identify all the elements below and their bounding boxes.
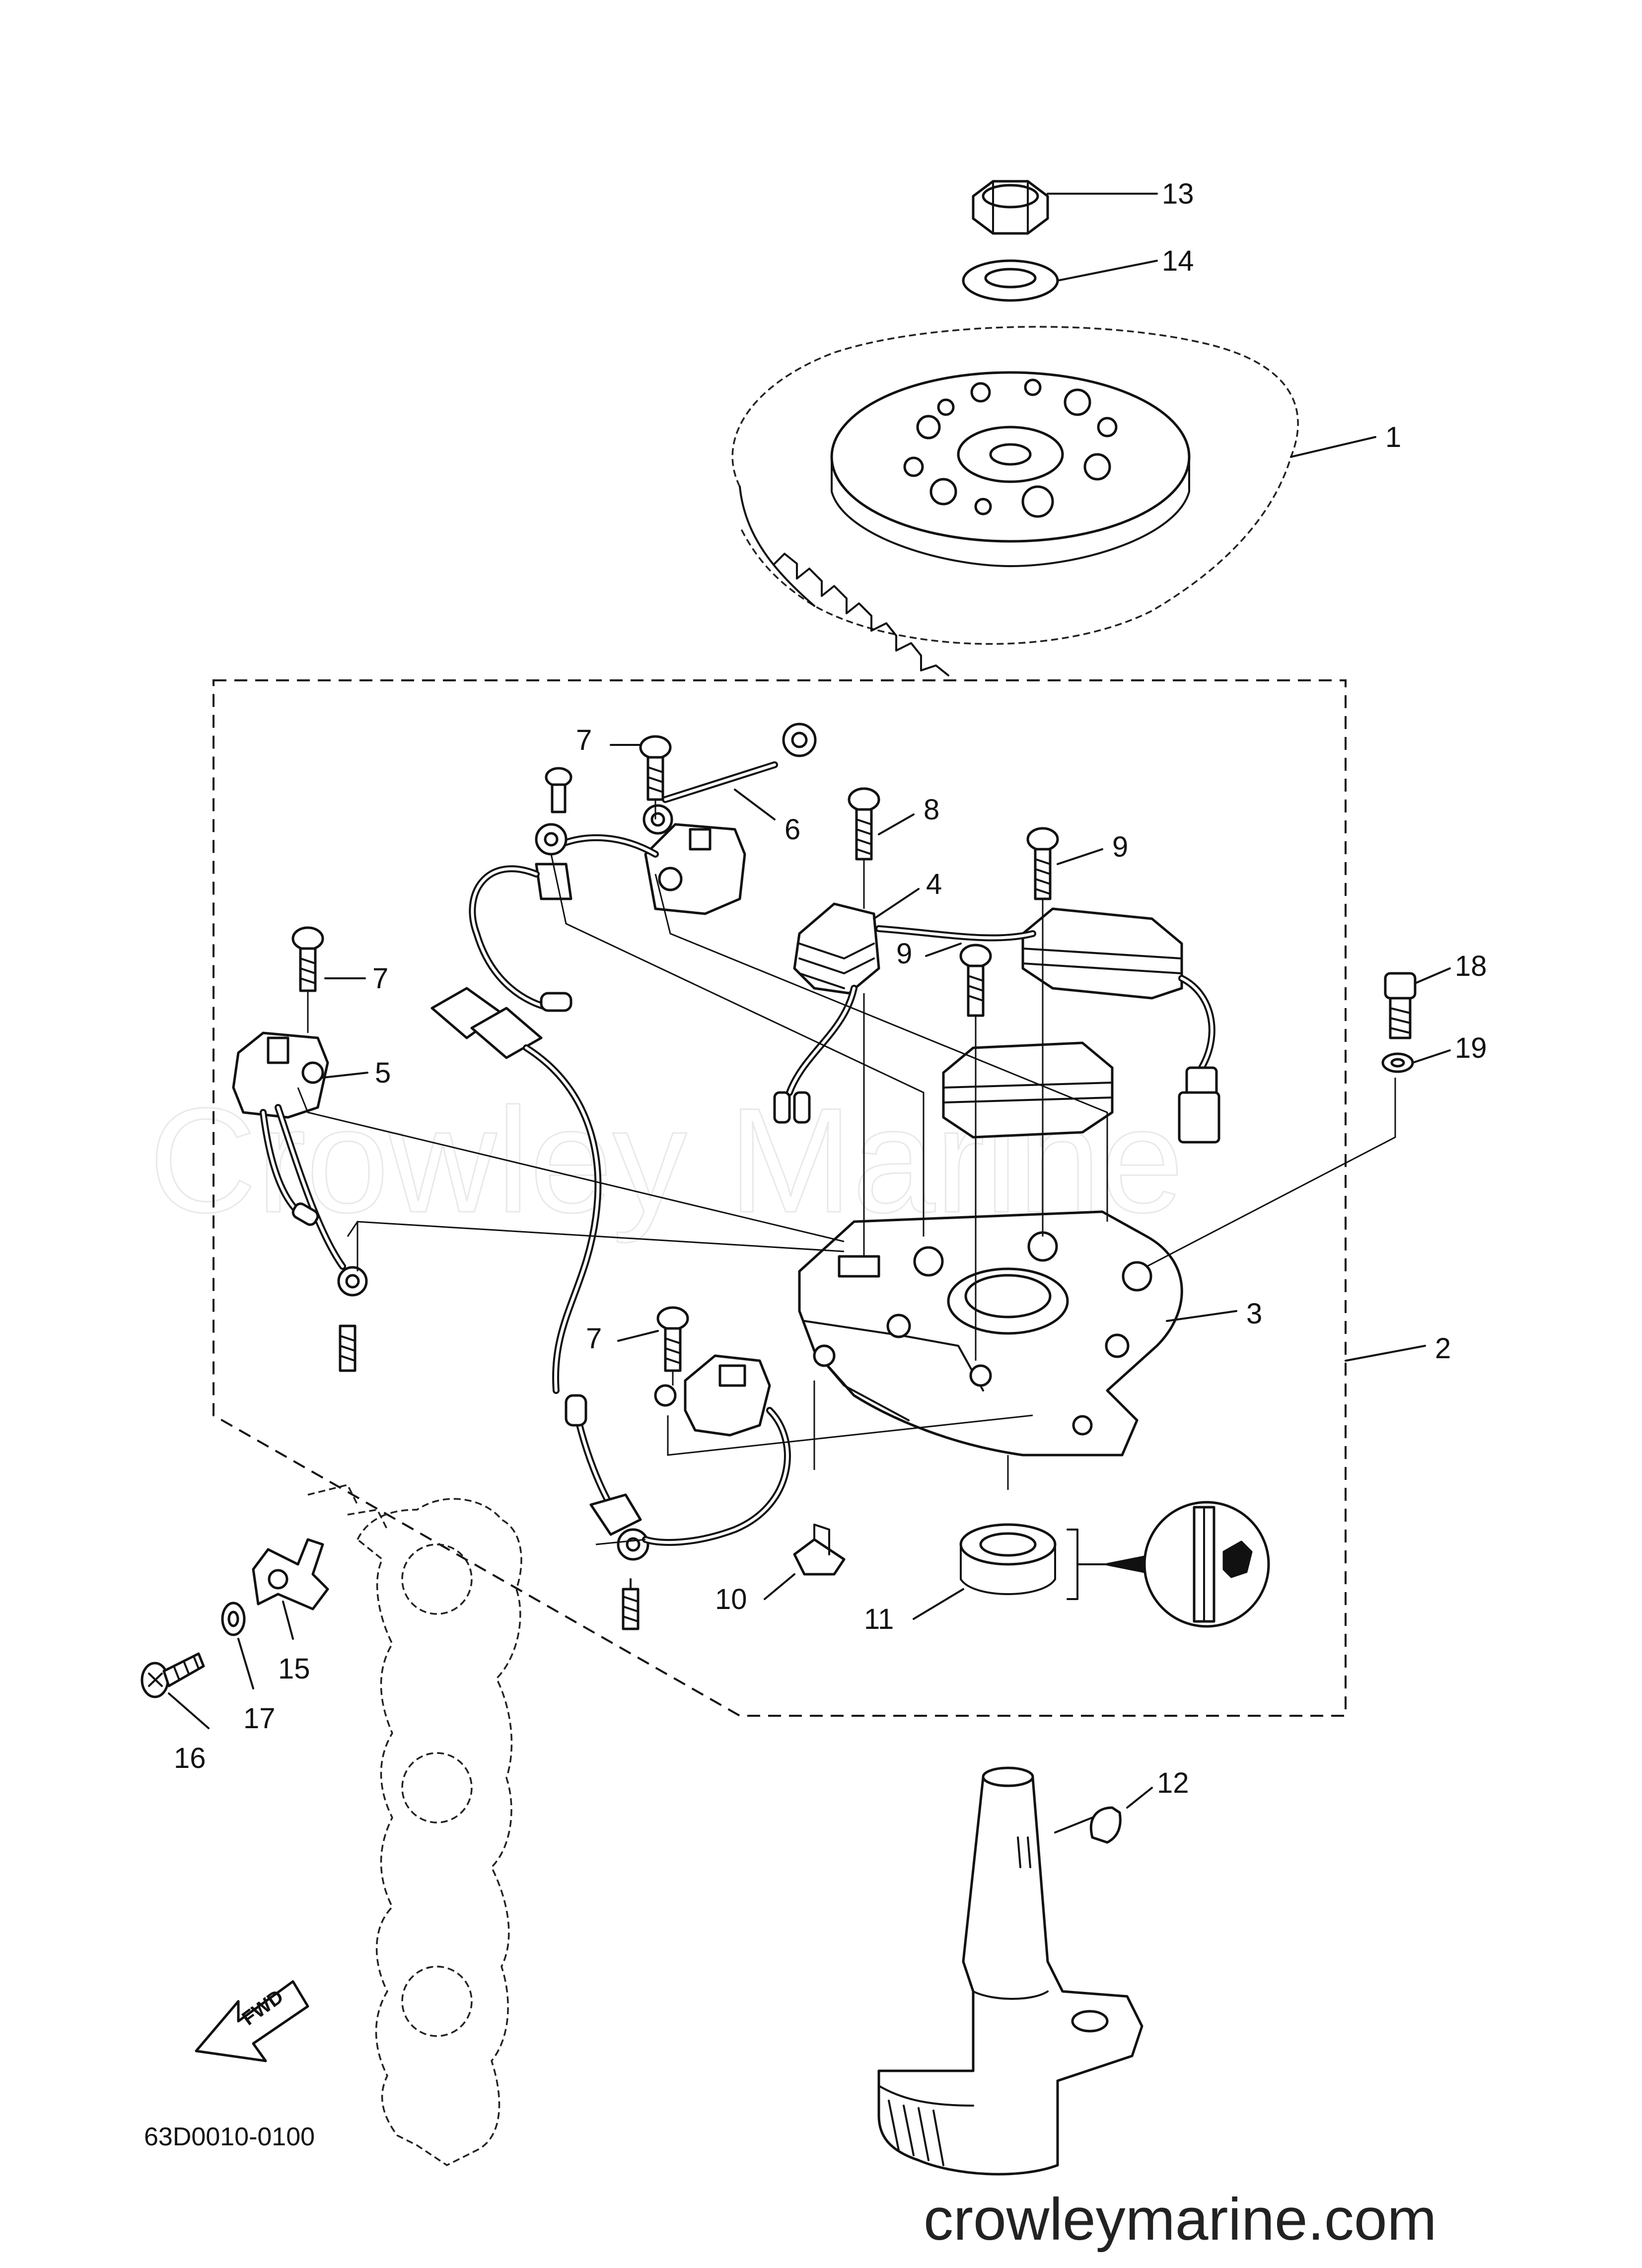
drawing-code: 63D0010-0100 bbox=[144, 2122, 315, 2151]
charge-coil bbox=[469, 723, 817, 1012]
bracket-15 bbox=[252, 1538, 329, 1610]
site-url: crowleymarine.com bbox=[924, 2186, 1437, 2253]
wire-harness bbox=[430, 987, 649, 1630]
callout-10: 10 bbox=[715, 1583, 747, 1615]
callout-9-right: 9 bbox=[1112, 831, 1128, 863]
oil-seal bbox=[959, 1523, 1158, 1600]
callout-labels: 1 2 3 4 5 6 7 7 7 8 9 9 10 11 12 13 14 1… bbox=[174, 178, 1487, 1799]
callout-17: 17 bbox=[243, 1702, 276, 1735]
callout-4: 4 bbox=[926, 868, 942, 900]
manifold-outline bbox=[307, 1483, 522, 2167]
washer-17 bbox=[221, 1602, 246, 1636]
callout-19: 19 bbox=[1455, 1032, 1487, 1064]
callout-2: 2 bbox=[1435, 1332, 1451, 1365]
callout-13: 13 bbox=[1162, 178, 1194, 210]
callout-3: 3 bbox=[1246, 1298, 1262, 1330]
callout-18: 18 bbox=[1455, 950, 1487, 982]
flywheel-nut bbox=[972, 180, 1049, 235]
callout-8: 8 bbox=[924, 794, 939, 826]
callout-14: 14 bbox=[1162, 245, 1194, 277]
callout-9-center: 9 bbox=[896, 938, 912, 970]
fwd-arrow-icon: FWD bbox=[195, 1980, 309, 2062]
callout-7-lower: 7 bbox=[586, 1322, 602, 1355]
callout-1: 1 bbox=[1385, 421, 1401, 453]
flywheel-magneto bbox=[731, 326, 1299, 676]
alignment-lines bbox=[297, 800, 1396, 1545]
lighting-coil bbox=[773, 902, 1220, 1144]
seal-detail-view bbox=[1143, 1501, 1270, 1628]
stator-base-plate bbox=[798, 1210, 1183, 1457]
crankshaft bbox=[877, 1766, 1143, 2176]
flywheel-washer bbox=[962, 259, 1059, 302]
callout-6: 6 bbox=[785, 813, 800, 846]
callout-11: 11 bbox=[864, 1603, 894, 1635]
callout-12: 12 bbox=[1157, 1767, 1189, 1799]
screws bbox=[291, 735, 1417, 1372]
callout-16: 16 bbox=[174, 1742, 206, 1774]
wire-clip bbox=[793, 1524, 846, 1576]
callout-7-top: 7 bbox=[576, 724, 592, 756]
callout-5: 5 bbox=[375, 1057, 391, 1089]
woodruff-key bbox=[1089, 1806, 1122, 1844]
pulser-coil bbox=[232, 1031, 368, 1372]
stator-assembly-boundary bbox=[213, 679, 1347, 1717]
screw-16 bbox=[141, 1652, 205, 1698]
callout-7-left: 7 bbox=[372, 962, 388, 995]
callout-15: 15 bbox=[278, 1653, 310, 1685]
leader-lines bbox=[168, 193, 1451, 1833]
ignition-coil bbox=[642, 1354, 791, 1546]
